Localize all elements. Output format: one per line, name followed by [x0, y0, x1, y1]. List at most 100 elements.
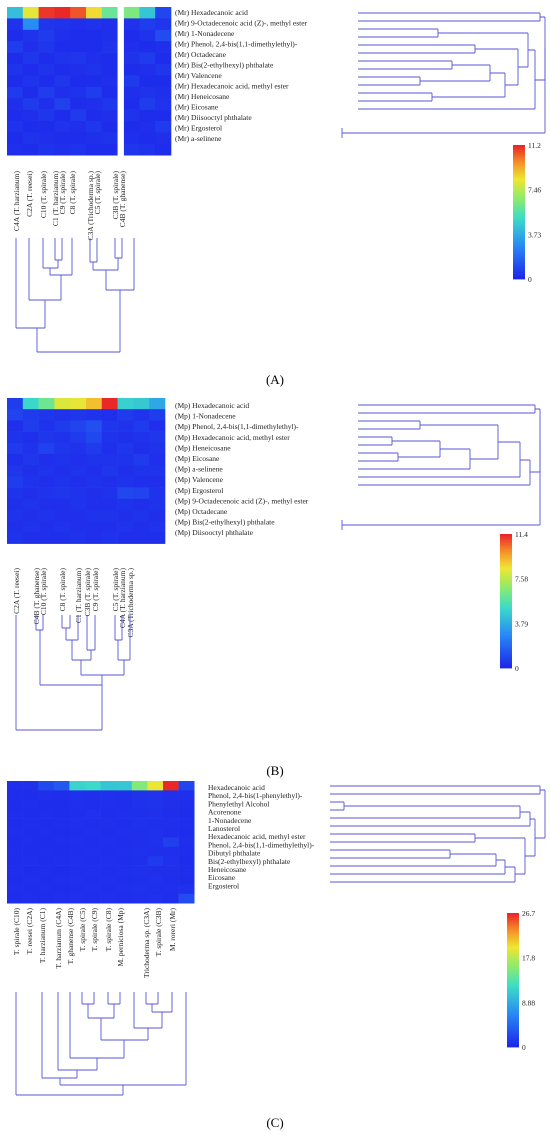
colorbar-segment — [513, 241, 525, 244]
heatmap-cell — [69, 875, 86, 885]
heatmap-cell — [69, 837, 86, 848]
colorbar-tick-label: 17.8 — [522, 954, 535, 963]
heatmap-cell — [85, 846, 101, 857]
heatmap-cell — [69, 809, 86, 819]
colorbar-segment — [500, 592, 512, 595]
heatmap-cell — [100, 884, 117, 895]
row-label: (Mr) Valencene — [175, 71, 222, 80]
heatmap-cell — [54, 521, 71, 533]
colorbar-segment — [500, 565, 512, 568]
heatmap-cell — [147, 846, 164, 857]
heatmap-cell — [131, 781, 148, 791]
heatmap-cell — [38, 41, 55, 53]
heatmap-cell — [101, 7, 118, 19]
colorbar-segment — [500, 578, 512, 582]
colorbar-segment — [500, 641, 512, 644]
column-dendrogram-branch — [35, 615, 44, 631]
heatmap-cell — [69, 828, 86, 838]
heatmap-cell — [38, 476, 55, 488]
heatmap-cell — [22, 41, 39, 53]
row-label: (Mr) a-selinene — [175, 134, 222, 143]
heatmap-cell — [131, 809, 148, 819]
heatmap-cell — [38, 29, 55, 42]
heatmap-cell — [7, 799, 23, 810]
heatmap-cell — [139, 7, 156, 19]
heatmap-cell — [178, 781, 195, 791]
heatmap-cell — [22, 893, 39, 904]
heatmap-cell — [38, 884, 55, 895]
heatmap-cell — [155, 86, 172, 99]
column-dendrogram-branch — [49, 238, 73, 276]
heatmap-cell — [133, 454, 150, 466]
colorbar-segment — [513, 189, 525, 193]
column-label: C4B (T. ghanense) — [118, 171, 127, 228]
colorbar-segment — [507, 1024, 519, 1028]
heatmap-cell — [38, 431, 55, 444]
colorbar-segment — [500, 616, 512, 620]
heatmap-cell — [117, 398, 134, 410]
colorbar-segment — [513, 254, 525, 258]
heatmap-cell — [100, 809, 117, 819]
column-label: C4A (T. harzianum) — [12, 171, 21, 232]
heatmap-cell — [7, 431, 24, 444]
heatmap-cell — [86, 476, 103, 488]
column-dendrogram-branch — [15, 992, 124, 1096]
colorbar-tick-label: 3.79 — [515, 619, 528, 628]
row-label: (Mp) Eicosane — [175, 454, 220, 463]
row-label: Hexadecanoic acid — [208, 783, 265, 792]
column-dendrogram-a — [15, 238, 135, 353]
colorbar-segment — [507, 993, 519, 997]
colorbar-segment — [500, 569, 512, 573]
heatmap-cell — [100, 875, 117, 885]
heatmap-cell — [54, 29, 71, 42]
column-dendrogram-branch — [15, 615, 103, 731]
heatmap-cell — [149, 532, 166, 544]
heatmap-cell — [22, 132, 39, 145]
row-labels-a: (Mr) Hexadecanoic acid(Mr) 9-Octadecenoi… — [175, 8, 308, 143]
heatmap-cell — [149, 476, 166, 488]
heatmap-cell — [133, 498, 150, 511]
heatmap-cell — [70, 510, 87, 522]
heatmap-cell — [85, 856, 101, 866]
colorbar-a: 11.27.463.730 — [513, 141, 541, 284]
colorbar-segment — [507, 1013, 519, 1017]
heatmap-cell — [178, 875, 195, 885]
heatmap-cell — [163, 856, 179, 866]
row-dendrogram-b — [341, 404, 541, 530]
heatmap-cell — [22, 442, 39, 455]
heatmap-cell — [86, 132, 103, 145]
colorbar-segment — [513, 205, 525, 208]
colorbar-segment — [500, 661, 512, 664]
heatmap-cell — [100, 837, 117, 848]
heatmap-cell — [7, 856, 23, 866]
colorbar-segment — [513, 158, 525, 162]
heatmap-cell — [85, 875, 101, 885]
colorbar-tick-label: 0 — [522, 1043, 526, 1052]
row-label: (Mp) Hexadecanoic acid, methyl ester — [175, 433, 290, 442]
colorbar-segment — [500, 583, 512, 586]
row-label: (Mp) 1-Nonadecene — [175, 412, 236, 421]
heatmap-cell — [22, 799, 39, 810]
column-dendrogram-branch — [100, 1018, 149, 1041]
row-label: Hexadecanoic acid, methyl ester — [208, 832, 306, 841]
colorbar-segment — [513, 191, 525, 195]
heatmap-cell — [101, 75, 118, 88]
heatmap-cell — [70, 121, 87, 133]
heatmap-cell — [86, 7, 103, 19]
row-label: Dibutyl phthalate — [208, 849, 261, 858]
heatmap-cell — [7, 487, 24, 500]
column-dendrogram-branch — [145, 992, 159, 1005]
heatmap-cell — [38, 420, 55, 432]
colorbar-segment — [507, 971, 519, 974]
heatmap-cell — [7, 64, 24, 76]
heatmap-cell — [22, 18, 39, 31]
heatmap-cell — [117, 442, 134, 455]
heatmap-cell — [86, 109, 103, 122]
heatmap-cell — [54, 7, 71, 19]
column-label: C10 (T. spirale) — [39, 567, 48, 615]
column-dendrogram-branch — [59, 992, 187, 1086]
colorbar-segment — [513, 165, 525, 168]
heatmap-cell — [101, 521, 118, 533]
heatmap-cell — [69, 856, 86, 866]
